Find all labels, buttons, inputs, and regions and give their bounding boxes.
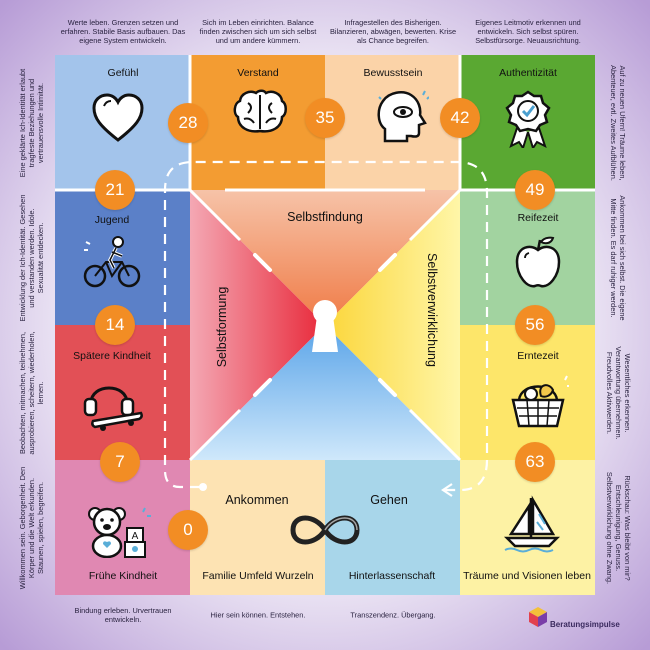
annotation-bottom-3: Transzendenz. Übergang. — [350, 610, 436, 620]
cell-jugend — [55, 190, 190, 325]
heart-icon — [92, 93, 144, 142]
label-selbstfindung: Selbstfindung — [287, 210, 363, 224]
infinity-icon — [290, 515, 360, 545]
label-authentizitaet: Authentizität — [499, 67, 557, 79]
annotation-right-3: Wesentliches erkennen. Verantwortung übe… — [604, 346, 632, 440]
annotation-left-1: Eine geklärte Ich-Identität erlaubt trag… — [18, 68, 46, 178]
brain-icon — [233, 89, 287, 133]
brand-name: Beratungsimpulse — [550, 620, 620, 629]
annotation-top-4: Eigenes Leitmotiv erkennen und entwickel… — [475, 18, 581, 46]
triangle-bottom — [190, 325, 460, 460]
journey-start-dot — [199, 483, 207, 491]
annotation-left-4: Willkommen sein. Geborgenheit. Den Körpe… — [18, 466, 46, 590]
annotation-bottom-2: Hier sein können. Entstehen. — [210, 610, 306, 620]
label-reifezeit: Reifezeit — [517, 212, 559, 224]
teddy-blocks-icon: A — [88, 507, 151, 558]
age-badge-21: 21 — [95, 170, 135, 210]
triangle-selbstformung — [190, 190, 325, 460]
label-selbstverwirklichung: Selbstverwirklichung — [425, 253, 439, 367]
keyhole-icon — [312, 300, 338, 352]
head-eye-icon — [377, 90, 429, 143]
arch-gehen — [325, 462, 460, 595]
fruit-basket-icon — [511, 375, 569, 428]
journey-path — [163, 160, 489, 492]
annotation-right-2: Ankommen bei sich selbst. Die eigene Mit… — [609, 195, 628, 321]
label-ankommen: Ankommen — [225, 493, 289, 507]
label-hinterlassenschaft: Hinterlassenschaft — [348, 570, 436, 582]
triangle-selbstverwirklichung — [325, 190, 460, 460]
age-badge-35: 35 — [305, 98, 345, 138]
age-badge-42: 42 — [440, 98, 480, 138]
label-verstand: Verstand — [237, 67, 279, 79]
age-badge-63: 63 — [515, 442, 555, 482]
triangle-selbstfindung — [190, 190, 460, 325]
label-spaetere-kindheit: Spätere Kindheit — [73, 350, 151, 362]
label-traeume: Träume und Visionen leben — [463, 570, 591, 582]
annotation-right-4: Rückschau: Was bleibt von mir? Entschleu… — [604, 471, 632, 585]
medal-icon — [505, 90, 551, 148]
annotation-right-1: Auf zu neuen Ufern! Träume leben, Abente… — [609, 65, 628, 181]
label-selbstformung: Selbstformung — [215, 286, 229, 368]
annotation-top-2: Sich im Leben einrichten. Balance finden… — [199, 18, 317, 46]
annotation-top-1: Werte leben. Grenzen setzen und erfahren… — [60, 18, 186, 46]
annotation-top-3: Infragestellen des Bisherigen. Bilanzier… — [329, 18, 457, 46]
arch-ankommen — [190, 462, 325, 595]
annotation-left-2: Entwicklung der Ich-Identität. Gesehen u… — [18, 194, 46, 322]
label-jugend: Jugend — [94, 214, 130, 226]
age-badge-49: 49 — [515, 170, 555, 210]
age-badge-28: 28 — [168, 103, 208, 143]
annotation-bottom-1: Bindung erleben. Urvertrauen entwickeln. — [74, 605, 172, 624]
annotation-left-3: Beobachten, mitmachen, teilnehmen, auspr… — [18, 331, 46, 455]
label-gehen: Gehen — [370, 493, 408, 507]
age-badge-7: 7 — [100, 442, 140, 482]
svg-text:A: A — [132, 531, 139, 542]
label-gefuehl: Gefühl — [107, 67, 139, 79]
journey-arrow — [441, 483, 453, 497]
label-bewusstsein: Bewusstsein — [363, 67, 423, 79]
age-badge-0: 0 — [168, 510, 208, 550]
label-fruehe-kindheit: Frühe Kindheit — [88, 570, 158, 582]
cell-fruehe-kindheit — [55, 460, 190, 595]
headphones-skateboard-icon — [83, 386, 143, 431]
age-badge-56: 56 — [515, 305, 555, 345]
apple-icon — [515, 236, 561, 288]
label-erntezeit: Erntezeit — [517, 350, 559, 362]
sailboat-icon — [503, 495, 561, 553]
label-familie: Familie Umfeld Wurzeln — [202, 570, 314, 582]
age-badge-14: 14 — [95, 305, 135, 345]
cyclist-icon — [83, 236, 141, 288]
brand-logo-icon — [529, 607, 547, 627]
